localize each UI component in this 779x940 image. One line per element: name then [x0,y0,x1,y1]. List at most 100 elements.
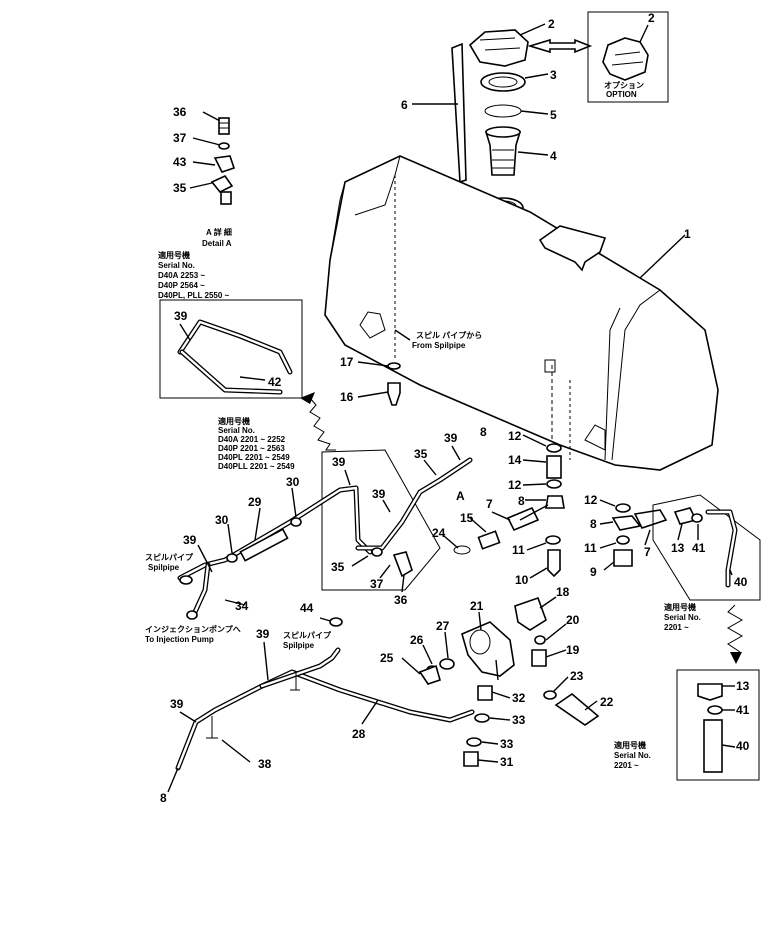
callout-3: 3 [550,68,557,82]
callout-14: 14 [508,453,522,467]
serial1-label: Serial No. [158,261,195,270]
callout-22: 22 [600,695,614,709]
callout-30: 30 [286,475,300,489]
callout-13: 13 [671,541,685,555]
callout-11: 11 [584,541,597,555]
spill-label-jp: スピル パイプから [416,330,482,340]
callout-39: 39 [170,697,184,711]
callout-34: 34 [235,599,249,613]
callout-35: 35 [173,181,187,195]
callout-40: 40 [736,739,750,753]
serial2-line4: D40PLL 2201 ~ 2549 [218,462,295,471]
spill-label: From Spilpipe [412,341,466,350]
callout-33: 33 [512,713,526,727]
callout-29: 29 [248,495,262,509]
callout-36: 36 [394,593,408,607]
callout-8: 8 [590,517,597,531]
callout-30: 30 [215,513,229,527]
callout-26: 26 [410,633,424,647]
lower-filter-assembly [418,596,600,767]
callout-27: 27 [436,619,450,633]
fuel-cap-assembly [412,11,669,219]
callout-8: 8 [480,425,487,439]
callout-7: 7 [644,545,651,559]
callout-31: 31 [500,755,514,769]
callout-a: A [456,489,465,503]
serial1-line2: D40P 2564 ~ [158,281,205,290]
callout-40: 40 [734,575,748,589]
callout-38: 38 [258,757,272,771]
lower-pipe-assembly [175,647,475,771]
callout-7: 7 [486,497,493,511]
center-fittings [453,443,565,578]
serial4-line1: 2201 ~ [614,761,639,770]
callout-13: 13 [736,679,750,693]
callout-44: 44 [300,601,314,615]
serial2-line3: D40PL 2201 ~ 2549 [218,453,290,462]
callout-39: 39 [444,431,458,445]
callout-18: 18 [556,585,570,599]
callout-28: 28 [352,727,366,741]
callout-9: 9 [590,565,597,579]
serial4-label: Serial No. [614,751,651,760]
callout-6: 6 [401,98,408,112]
serial4-label-jp: 適用号機 [614,740,646,750]
serial2-line2: D40P 2201 ~ 2563 [218,444,285,453]
callout-20: 20 [566,613,580,627]
option-label-jp: オプション [604,80,644,90]
callout-23: 23 [570,669,584,683]
spilpipe2-label-jp: スピルパイプ [283,630,332,640]
serial1-line3: D40PL, PLL 2550 ~ [158,291,230,300]
serial1-label-jp: 適用号機 [158,250,190,260]
callout-39: 39 [256,627,270,641]
detail-label: Detail A [202,239,232,248]
callout-1: 1 [684,227,691,241]
inj-label: To Injection Pump [145,635,214,644]
callout-11: 11 [512,543,525,557]
spill-pipe-assembly [177,457,473,620]
spilpipe2-label: Spilpipe [283,641,315,650]
serial2-line1: D40A 2201 ~ 2252 [218,435,286,444]
callout-39: 39 [174,309,188,323]
callout-15: 15 [460,511,474,525]
callout-35: 35 [414,447,428,461]
callout-41: 41 [692,541,706,555]
callout-2: 2 [548,17,555,31]
callout-8: 8 [518,494,525,508]
callout-39: 39 [183,533,197,547]
callout-39: 39 [372,487,386,501]
callout-17: 17 [340,355,354,369]
callout-12: 12 [508,478,522,492]
option-label: OPTION [606,90,637,99]
serial-box-2 [321,449,441,591]
callout-12: 12 [584,493,598,507]
serial-box-1 [159,299,303,399]
callout-8: 8 [160,791,167,805]
callout-37: 37 [370,577,384,591]
callout-41: 41 [736,703,750,717]
serial3-line1: 2201 ~ [664,623,689,632]
callout-39: 39 [332,455,346,469]
callout-32: 32 [512,691,526,705]
callout-24: 24 [432,526,446,540]
serial-box-3 [652,494,761,601]
serial2-label: Serial No. [218,426,255,435]
fuel-tank [324,155,719,471]
callout-35: 35 [331,560,345,574]
callout-5: 5 [550,108,557,122]
callout-43: 43 [173,155,187,169]
callout-19: 19 [566,643,580,657]
detail-a-parts [210,117,236,205]
serial-box-4 [676,669,760,781]
spilpipe1-label-jp: スピルパイプ [145,552,194,562]
callout-2-option: 2 [648,11,655,25]
callout-4: 4 [550,149,557,163]
detail-label-jp: A 詳 細 [206,227,232,237]
serial1-line1: D40A 2253 ~ [158,271,205,280]
callout-10: 10 [515,573,529,587]
inj-label-jp: インジェクションポンプへ [145,624,241,634]
callout-25: 25 [380,651,394,665]
callout-33: 33 [500,737,514,751]
right-fittings [611,503,668,567]
